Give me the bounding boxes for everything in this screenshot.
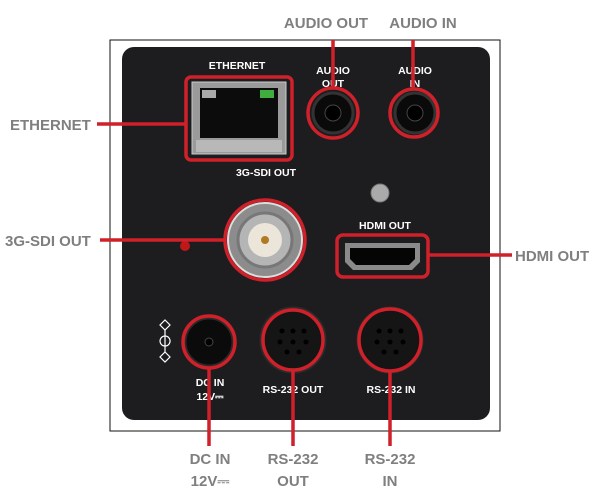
- dc-in-jack: [183, 316, 235, 368]
- audio-in-jack: [393, 91, 437, 135]
- callout-label-rs232-out-2: OUT: [277, 473, 309, 490]
- dc-polarity-icon: [159, 319, 171, 363]
- panel-label-audio-in-1: AUDIO: [398, 65, 432, 77]
- ethernet-port: [191, 81, 287, 155]
- callout-label-ethernet: ETHERNET: [10, 117, 91, 134]
- callout-label-rs232-out-1: RS-232: [268, 451, 319, 468]
- callout-label-audio-in: AUDIO IN: [389, 15, 457, 32]
- callout-markers: [97, 40, 512, 446]
- callout-label-dc-in-1: DC IN: [190, 451, 231, 468]
- panel-label-ethernet: ETHERNET: [209, 60, 266, 72]
- callout-label-rs232-in-2: IN: [383, 473, 398, 490]
- panel-label-audio-in-2: IN: [410, 78, 421, 90]
- sdi-bnc-connector: [227, 202, 303, 278]
- callout-label-hdmi-out: HDMI OUT: [515, 248, 589, 265]
- status-led: [180, 241, 190, 251]
- panel-label-sdi-out: 3G-SDI OUT: [236, 167, 297, 179]
- hdmi-port: [345, 243, 420, 270]
- screw-icon: [370, 183, 390, 203]
- callout-label-rs232-in-1: RS-232: [365, 451, 416, 468]
- callout-label-audio-out: AUDIO OUT: [284, 15, 368, 32]
- callout-label-dc-in-2: 12V⎓: [191, 473, 230, 490]
- panel-label-hdmi-out: HDMI OUT: [359, 220, 411, 232]
- audio-out-jack: [311, 91, 355, 135]
- callout-label-sdi-out: 3G-SDI OUT: [5, 233, 91, 250]
